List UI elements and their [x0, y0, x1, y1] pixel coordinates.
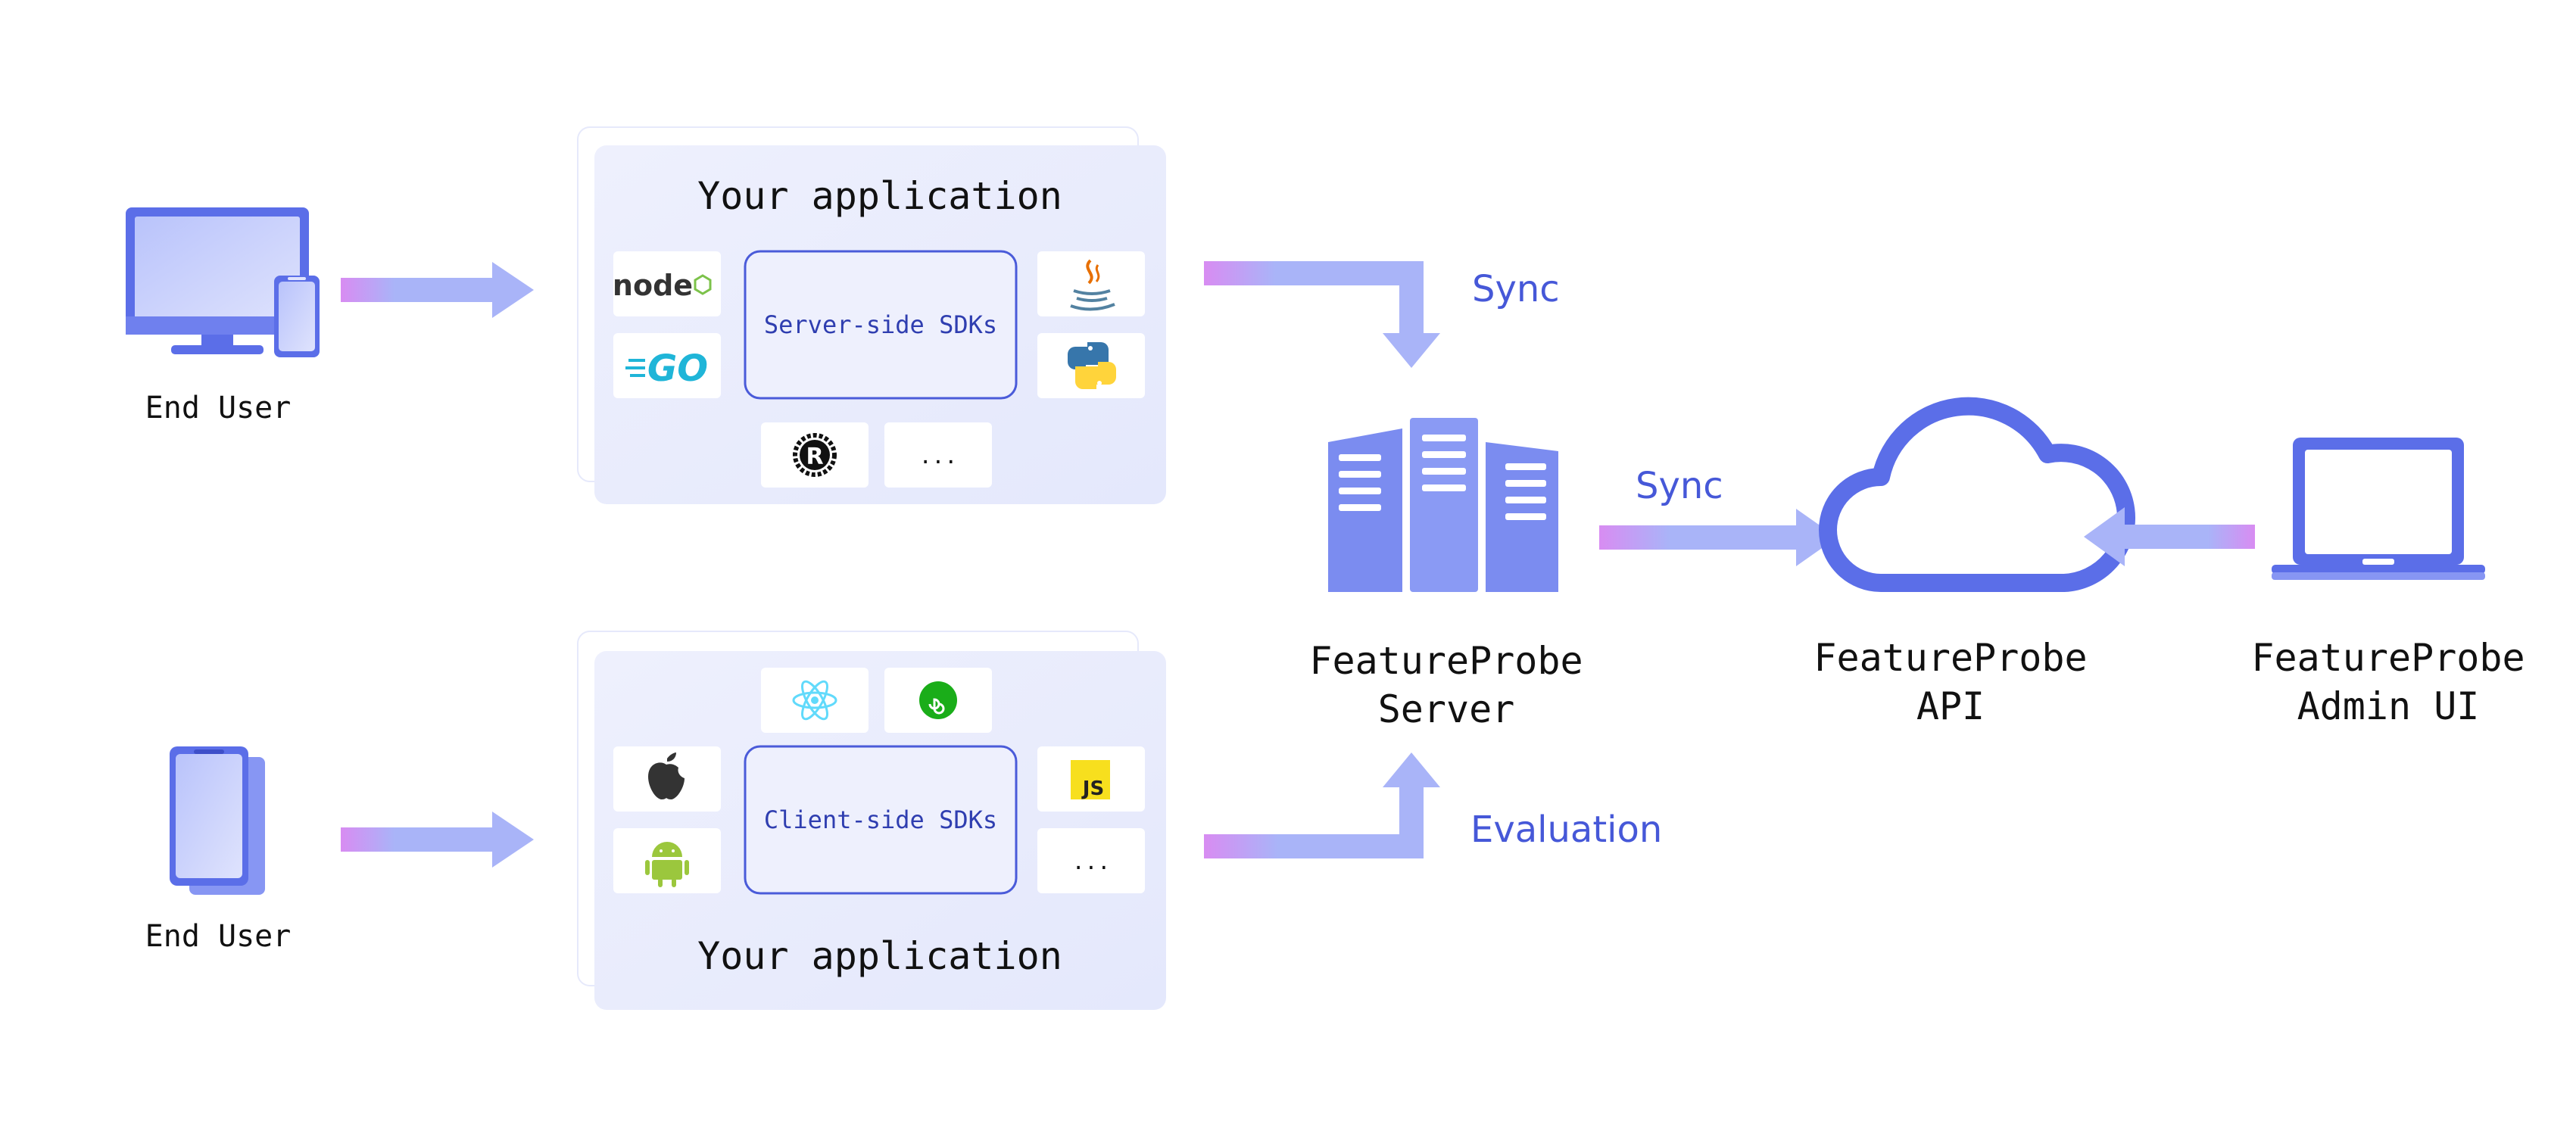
sync-label-middle: Sync [1636, 465, 1723, 507]
server-label-line1: FeatureProbe [1309, 639, 1583, 683]
svg-text:GO: GO [647, 347, 708, 390]
server-side-sdk-box [744, 250, 1018, 400]
sync-arrow-top [1204, 261, 1440, 368]
rust-icon: R [761, 422, 869, 488]
arrow-user-to-app-bottom [341, 812, 534, 868]
app-title-top: Your application [697, 174, 1062, 218]
more-label-top: ... [919, 444, 958, 469]
desktop-monitor-icon [126, 207, 309, 354]
cloud-icon [1819, 397, 2136, 592]
end-user-label-top: End User [145, 391, 292, 425]
nodejs-icon: node [613, 251, 721, 316]
javascript-icon: JS [1037, 746, 1145, 812]
arrow-admin-to-api [2084, 507, 2255, 566]
python-icon [1037, 333, 1145, 398]
end-user-desktop-group: End User [126, 207, 320, 425]
server-label-line2: Server [1378, 687, 1515, 731]
arrow-user-to-app-top [341, 262, 534, 318]
sync-arrow-middle [1599, 509, 1837, 566]
android-icon [613, 828, 721, 893]
evaluation-arrow [1204, 752, 1440, 858]
end-user-mobile-group: End User [145, 746, 292, 954]
apple-icon [613, 746, 721, 812]
end-user-label-bottom: End User [145, 919, 292, 954]
sync-label-top: Sync [1472, 268, 1560, 310]
svg-text:node: node [613, 269, 693, 302]
admin-label-line1: FeatureProbe [2251, 636, 2525, 680]
evaluation-label: Evaluation [1470, 809, 1662, 851]
server-side-sdk-label: Server-side SDKs [764, 310, 997, 339]
client-side-sdk-label: Client-side SDKs [764, 805, 997, 834]
client-application-panel: Client-side SDKs JS ... Your application [577, 631, 1166, 1010]
more-sdks-bottom: ... [1037, 828, 1145, 893]
api-label-line2: API [1916, 684, 1985, 728]
more-label-bottom: ... [1072, 849, 1111, 874]
java-icon [1037, 251, 1145, 316]
svg-text:R: R [806, 444, 823, 470]
server-icon [1328, 418, 1558, 592]
laptop-icon [2272, 438, 2485, 580]
server-application-panel: Your application Server-side SDKs node G… [577, 126, 1166, 504]
react-icon [761, 668, 869, 733]
miniprogram-icon [884, 668, 992, 733]
app-title-bottom: Your application [697, 934, 1062, 978]
more-sdks-top: ... [884, 422, 992, 488]
client-side-sdk-box [744, 745, 1018, 895]
phone-icon [274, 276, 320, 357]
api-label-line1: FeatureProbe [1813, 636, 2087, 680]
mobile-phone-icon [170, 746, 265, 895]
js-badge-text: JS [1081, 777, 1104, 800]
go-icon: GO [613, 333, 721, 398]
admin-label-line2: Admin UI [2297, 684, 2480, 728]
